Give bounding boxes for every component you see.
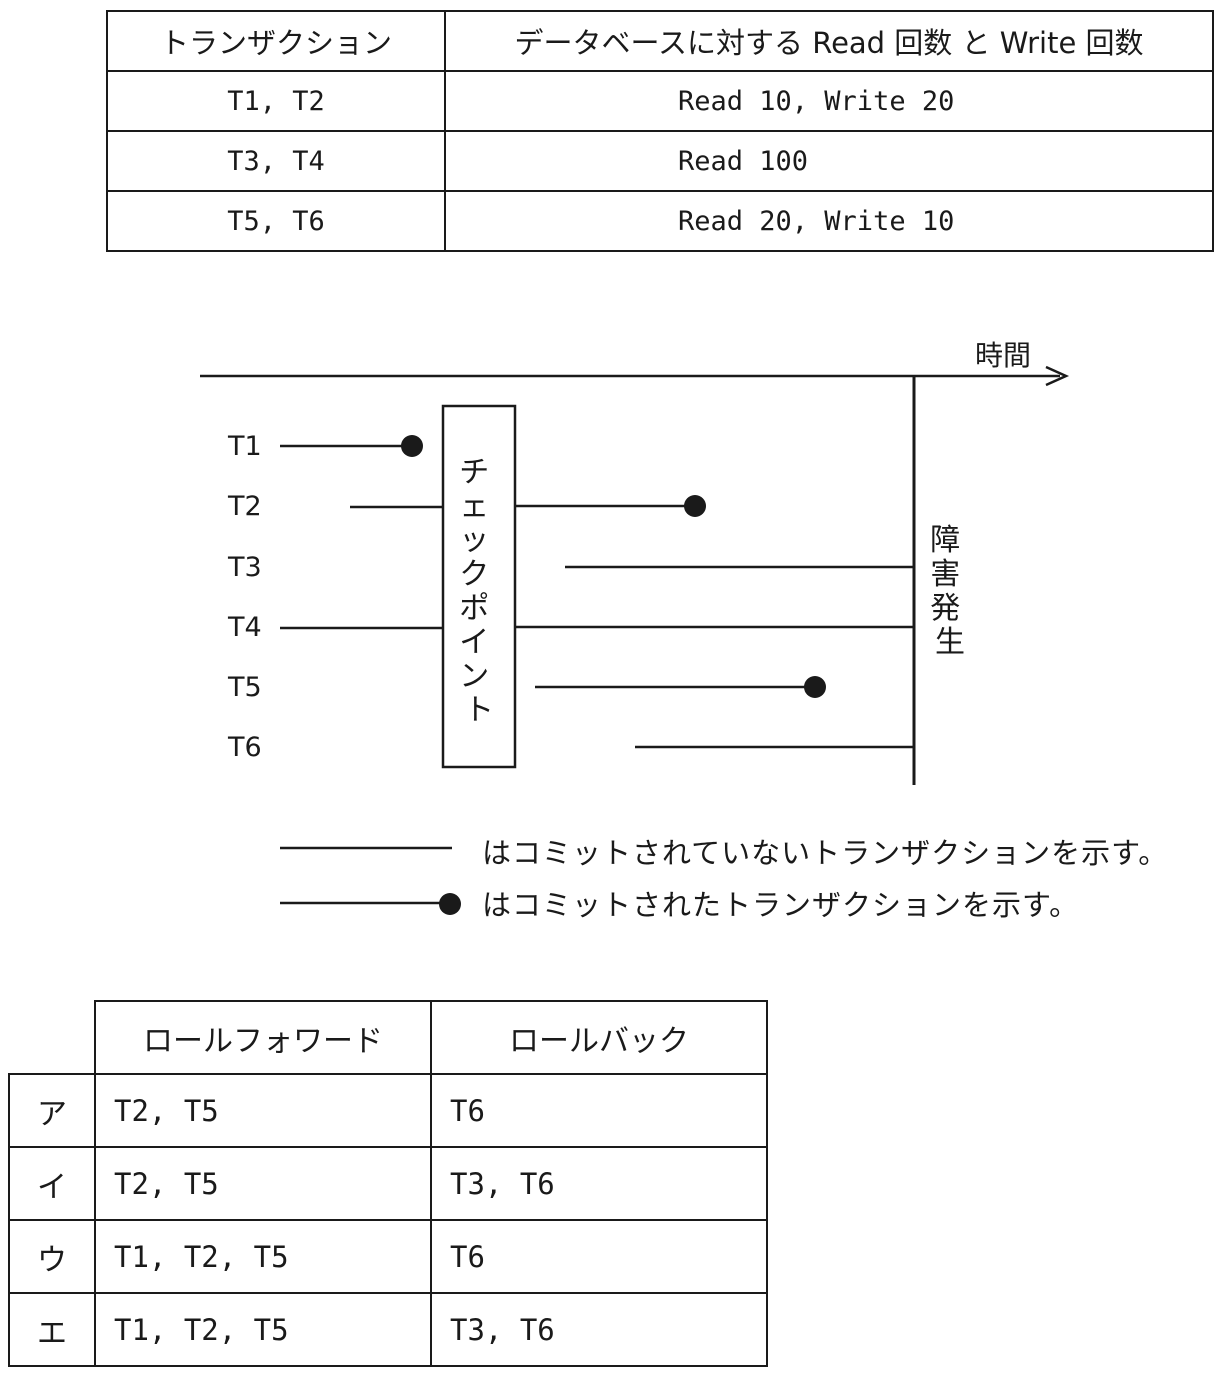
transaction-label-t5: T5 xyxy=(227,672,262,703)
checkpoint-label-char: チ xyxy=(459,455,489,490)
answer-label: ウ xyxy=(8,1219,96,1294)
transaction-label-t3: T3 xyxy=(227,552,262,583)
transaction-cell: T1, T2 xyxy=(106,70,446,132)
checkpoint-label-char: ン xyxy=(459,659,489,694)
count-cell: Read 20, Write 10 xyxy=(444,190,1214,252)
commit-dot-t2 xyxy=(684,495,706,517)
rollforward-cell: T1, T2, T5 xyxy=(94,1292,432,1367)
blank-corner-cell xyxy=(9,1001,96,1075)
failure-label-char: 障 xyxy=(930,523,960,558)
answer-label: ア xyxy=(8,1073,96,1148)
rollback-cell: T3, T6 xyxy=(430,1146,768,1221)
rollforward-cell: T2, T5 xyxy=(94,1146,432,1221)
answer-row: ウ T1, T2, T5 T6 xyxy=(8,1219,768,1294)
rollforward-cell: T2, T5 xyxy=(94,1073,432,1148)
rollback-cell: T6 xyxy=(430,1073,768,1148)
rollback-cell: T6 xyxy=(430,1219,768,1294)
commit-dot-t5 xyxy=(804,676,826,698)
table-row: T5, T6 Read 20, Write 10 xyxy=(106,190,1214,252)
answer-label: イ xyxy=(8,1146,96,1221)
answer-header-row: ロールフォワード ロールバック xyxy=(9,1000,768,1075)
checkpoint-label: チ ェ ッ ク ポ イ ン ト xyxy=(459,455,499,728)
transaction-table: トランザクション データベースに対する Read 回数 と Write 回数 T… xyxy=(106,10,1214,252)
count-cell: Read 10, Write 20 xyxy=(444,70,1214,132)
rollback-cell: T3, T6 xyxy=(430,1292,768,1367)
time-label: 時間 xyxy=(975,339,1031,372)
transaction-label-t1: T1 xyxy=(227,431,262,462)
answer-row: ア T2, T5 T6 xyxy=(8,1073,768,1148)
checkpoint-box xyxy=(441,404,517,769)
legend-committed-text: はコミットされたトランザクションを示す。 xyxy=(482,888,1080,922)
transaction-label-t2: T2 xyxy=(227,491,262,522)
transaction-cell: T3, T4 xyxy=(106,130,446,192)
checkpoint-label-char: ク xyxy=(459,557,489,592)
commit-dot-t1 xyxy=(401,435,423,457)
answer-row: エ T1, T2, T5 T3, T6 xyxy=(8,1292,768,1367)
checkpoint-diagram: 時間 障 害 発 生 チ ェ ッ ク ポ イ ン ト T1 T2 T3 T4 T… xyxy=(200,339,1070,785)
rollforward-cell: T1, T2, T5 xyxy=(94,1219,432,1294)
answer-table: ロールフォワード ロールバック ア T2, T5 T6 イ T2, T5 T3,… xyxy=(8,1000,768,1367)
answer-label: エ xyxy=(8,1292,96,1367)
checkpoint-label-char: ッ xyxy=(459,523,489,558)
checkpoint-label-char: ト xyxy=(464,693,494,728)
checkpoint-label-char: イ xyxy=(459,625,489,660)
count-cell: Read 100 xyxy=(444,130,1214,192)
time-arrow-icon xyxy=(1045,365,1070,387)
failure-label-char: 生 xyxy=(935,625,965,660)
checkpoint-label-char: ポ xyxy=(459,591,489,626)
table-header-row: トランザクション データベースに対する Read 回数 と Write 回数 xyxy=(106,10,1214,72)
legend-symbols xyxy=(280,846,461,915)
checkpoint-label-char: ェ xyxy=(459,489,489,524)
failure-label-char: 害 xyxy=(930,557,960,592)
table-row: T1, T2 Read 10, Write 20 xyxy=(106,70,1214,132)
transaction-cell: T5, T6 xyxy=(106,190,446,252)
header-rollback: ロールバック xyxy=(430,1000,768,1075)
header-read-write-count: データベースに対する Read 回数 と Write 回数 xyxy=(444,10,1214,72)
transaction-label-t6: T6 xyxy=(227,732,262,763)
transaction-label-t4: T4 xyxy=(227,612,262,643)
header-rollforward: ロールフォワード xyxy=(94,1000,432,1075)
answer-row: イ T2, T5 T3, T6 xyxy=(8,1146,768,1221)
failure-label: 障 害 発 生 xyxy=(930,523,970,660)
table-row: T3, T4 Read 100 xyxy=(106,130,1214,192)
legend-uncommitted-text: はコミットされていないトランザクションを示す。 xyxy=(482,836,1169,870)
header-transaction: トランザクション xyxy=(106,10,446,72)
legend-commit-dot xyxy=(439,893,461,915)
failure-label-char: 発 xyxy=(930,591,960,626)
